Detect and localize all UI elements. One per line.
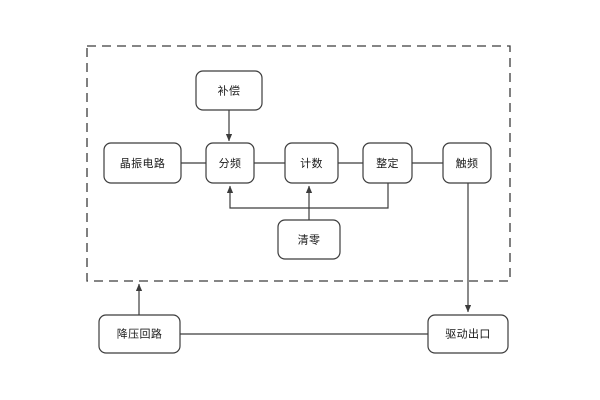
node-driveoutput[interactable]: 驱动出口 bbox=[427, 314, 509, 354]
node-stepdown-label: 降压回路 bbox=[117, 327, 163, 341]
node-compensate[interactable]: 补偿 bbox=[195, 70, 263, 111]
node-driveoutput-box[interactable] bbox=[427, 314, 509, 354]
node-divide-box[interactable] bbox=[205, 142, 255, 184]
node-trigger-label: 触频 bbox=[456, 156, 479, 170]
dashed-enclosure-boundary bbox=[86, 45, 511, 282]
node-count-box[interactable] bbox=[284, 142, 339, 184]
node-setting-box[interactable] bbox=[362, 142, 413, 184]
edge-layer bbox=[135, 110, 472, 335]
node-trigger[interactable]: 触频 bbox=[442, 142, 492, 184]
node-clear-box[interactable] bbox=[277, 219, 341, 260]
node-crystal-box[interactable] bbox=[103, 142, 182, 184]
node-count-label: 计数 bbox=[300, 157, 323, 170]
node-driveoutput-label: 驱动出口 bbox=[445, 327, 491, 341]
node-stepdown-box[interactable] bbox=[98, 314, 181, 354]
node-compensate-box[interactable] bbox=[195, 70, 263, 111]
node-trigger-box[interactable] bbox=[442, 142, 492, 184]
node-setting-label: 整定 bbox=[376, 156, 399, 170]
node-stepdown[interactable]: 降压回路 bbox=[98, 314, 181, 354]
node-crystal[interactable]: 晶振电路 bbox=[103, 142, 182, 184]
node-divide-label: 分频 bbox=[219, 156, 242, 170]
node-layer: 晶振电路 补偿 分频 计数 整定 触频 bbox=[98, 70, 509, 354]
node-compensate-label: 补偿 bbox=[218, 84, 241, 98]
node-setting[interactable]: 整定 bbox=[362, 142, 413, 184]
node-clear-label: 清零 bbox=[298, 234, 321, 247]
node-divide[interactable]: 分频 bbox=[205, 142, 255, 184]
node-crystal-label: 晶振电路 bbox=[120, 156, 166, 170]
node-clear[interactable]: 清零 bbox=[277, 219, 341, 260]
node-count[interactable]: 计数 bbox=[284, 142, 339, 184]
